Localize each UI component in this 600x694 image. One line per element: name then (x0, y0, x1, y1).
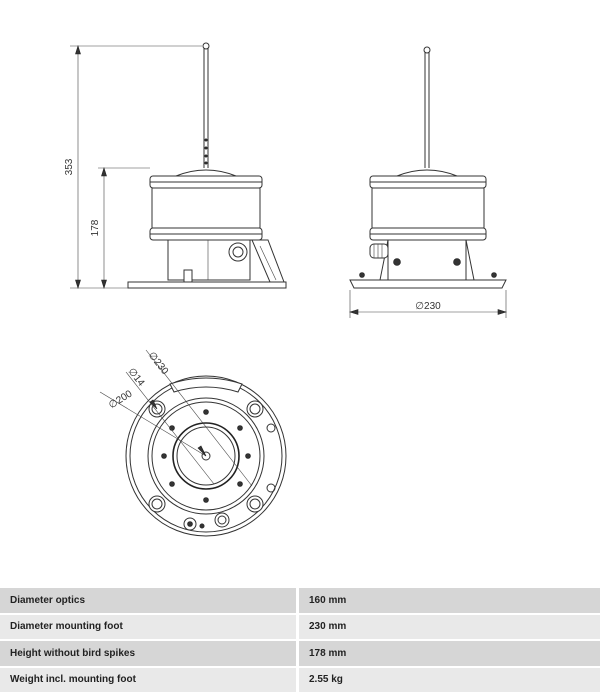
top-diameter-label: ∅230 (146, 350, 171, 377)
connector-side (370, 244, 388, 258)
hole-diameter-label: ∅14 (126, 366, 147, 389)
table-row: Diameter optics 160 mm (0, 588, 600, 614)
mounting-foot-front (350, 280, 506, 288)
specs-table: Diameter optics 160 mm Diameter mounting… (0, 588, 600, 694)
spec-value: 2.55 kg (298, 667, 600, 694)
mounting-foot (128, 282, 286, 288)
mounting-hole (149, 496, 165, 512)
table-row: Weight incl. mounting foot 2.55 kg (0, 667, 600, 694)
spec-value: 230 mm (298, 614, 600, 641)
mounting-hole (247, 401, 263, 417)
mounting-bracket (252, 240, 284, 282)
front-view: ∅230 (350, 47, 506, 318)
technical-drawing: 353 178 ∅230 (0, 0, 600, 585)
total-height-label: 353 (64, 158, 75, 175)
top-cap (176, 170, 236, 176)
connector (229, 243, 247, 261)
side-view: 353 178 (64, 43, 286, 288)
spec-label: Weight incl. mounting foot (0, 667, 298, 694)
spec-label: Diameter optics (0, 588, 298, 614)
optics-lens (152, 188, 260, 228)
spec-label: Diameter mounting foot (0, 614, 298, 641)
foot-diameter-label: ∅230 (415, 301, 441, 312)
bolt-circle-label: ∅200 (107, 388, 135, 411)
top-view: ∅230 ∅14 ∅200 (100, 350, 286, 536)
table-row: Height without bird spikes 178 mm (0, 640, 600, 667)
bracket-hole (215, 513, 229, 527)
spec-value: 160 mm (298, 588, 600, 614)
optics-lens-front (372, 188, 484, 228)
antenna-tip (203, 43, 209, 49)
spec-value: 178 mm (298, 640, 600, 667)
spec-label: Height without bird spikes (0, 640, 298, 667)
table-row: Diameter mounting foot 230 mm (0, 614, 600, 641)
mounting-hole (247, 496, 263, 512)
body-height-label: 178 (90, 219, 101, 236)
